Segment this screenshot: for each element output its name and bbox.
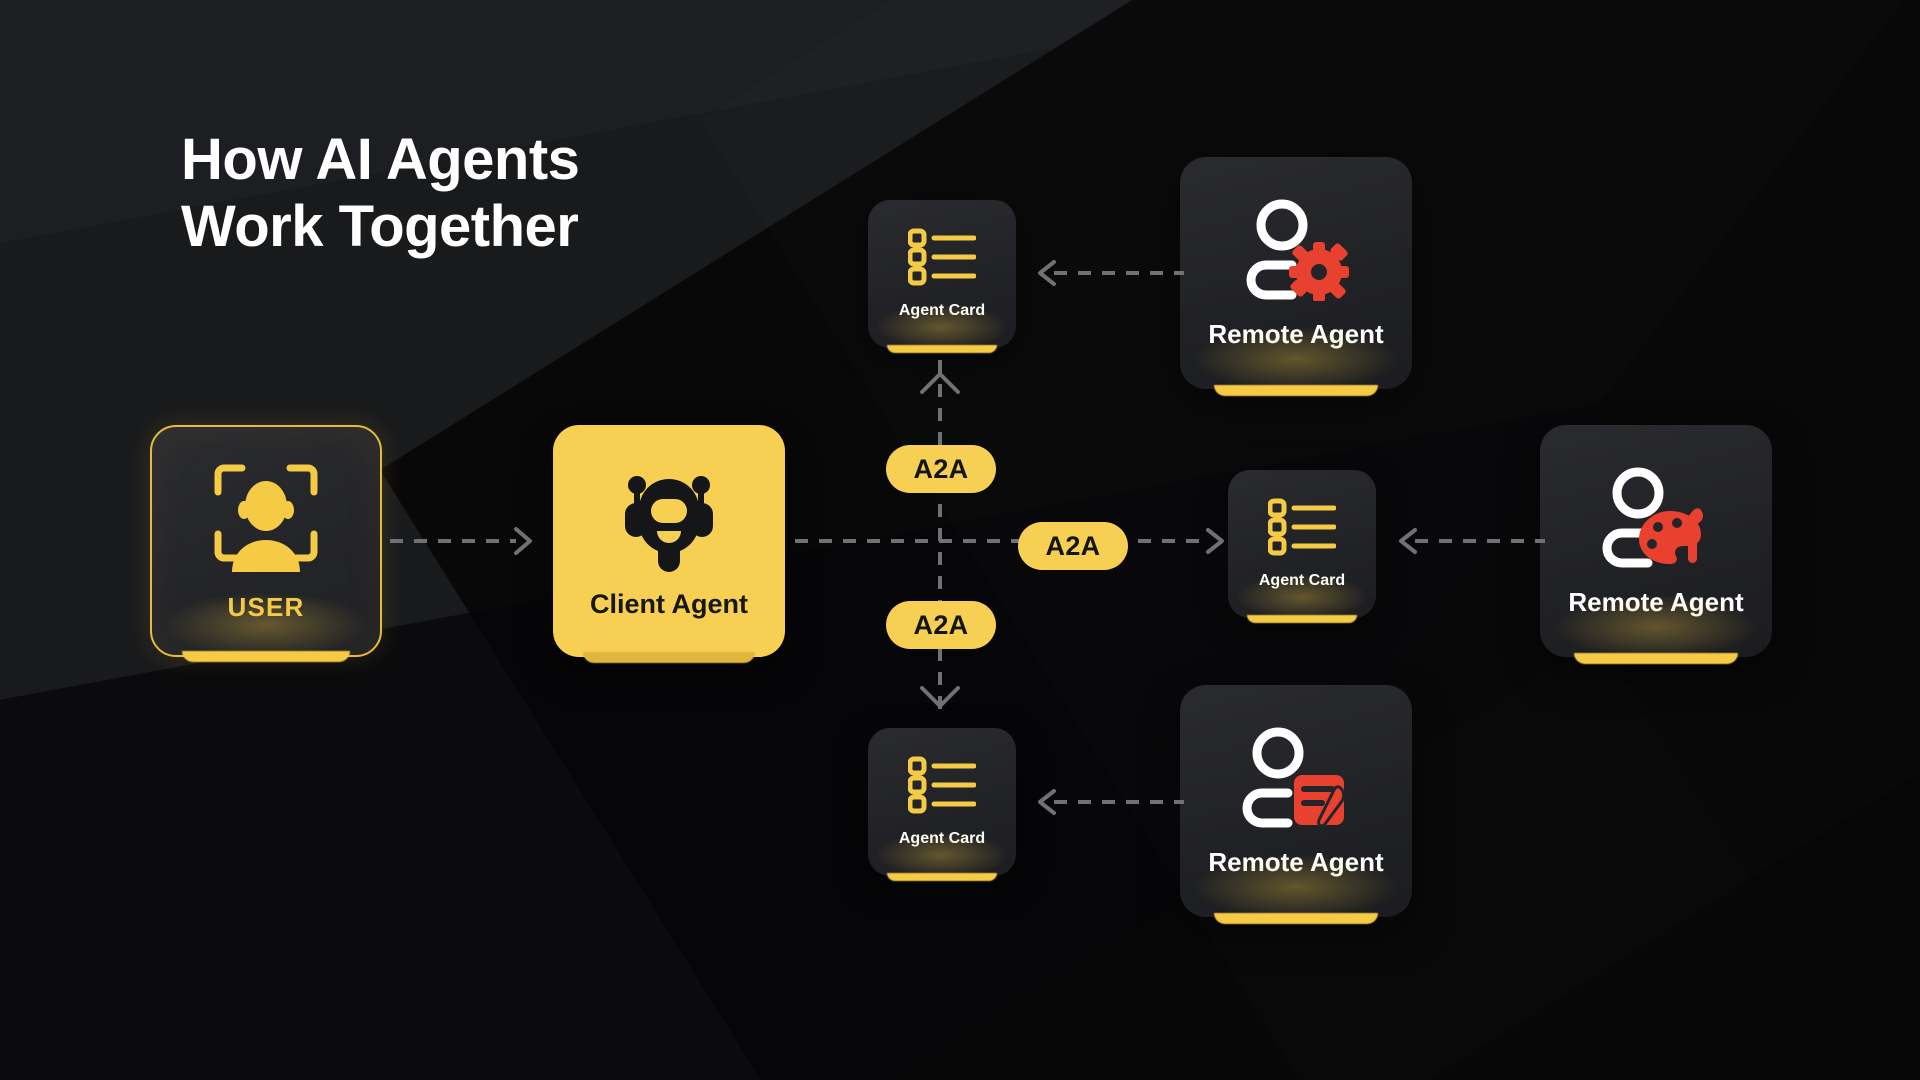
list-icon [1267,498,1337,561]
node-remote-agent-top[interactable]: Remote Agent [1180,157,1412,396]
node-user[interactable]: USER [150,425,382,662]
remote-bottom-glowbar [1214,913,1378,924]
node-agent-card-bottom[interactable]: Agent Card [868,728,1016,881]
node-agent-card-top[interactable]: Agent Card [868,200,1016,353]
remote-top-glowbar [1214,385,1378,396]
user-card-glowbar [182,651,350,662]
connector-remote-top-to-agentcard [1024,260,1184,286]
list-icon [907,228,977,291]
connector-arrow-down [916,680,964,714]
badge-a2a-center-label: A2A [1045,530,1101,561]
node-remote-agent-top-label: Remote Agent [1208,319,1384,350]
robot-icon [613,463,725,580]
person-palette-icon [1600,465,1712,574]
node-agent-card-top-label: Agent Card [898,302,986,320]
node-client-agent[interactable]: Client Agent [553,425,785,663]
node-agent-card-middle-label: Agent Card [1258,572,1346,590]
node-remote-agent-middle-label: Remote Agent [1568,587,1744,618]
connector-arrow-up [916,366,964,400]
badge-a2a-center[interactable]: A2A [1018,522,1128,570]
agent-card-bottom-glowbar [887,873,997,881]
node-remote-agent-bottom-label: Remote Agent [1208,847,1384,878]
list-icon [907,756,977,819]
client-card-glowbar [583,652,755,663]
agent-card-top-glowbar [887,345,997,353]
badge-a2a-lower[interactable]: A2A [886,601,996,649]
connector-user-to-client [390,525,550,557]
connector-branch-spine [928,360,952,720]
node-agent-card-middle[interactable]: Agent Card [1228,470,1376,623]
connector-client-to-branch [795,529,1025,553]
badge-a2a-upper[interactable]: A2A [886,445,996,493]
badge-a2a-lower-label: A2A [913,609,969,640]
person-gear-icon [1240,197,1352,306]
face-scan-icon [210,460,322,577]
agent-card-middle-glowbar [1247,615,1357,623]
node-remote-agent-middle[interactable]: Remote Agent [1540,425,1772,664]
node-user-label: USER [227,592,305,623]
connector-center-to-agentcard [1114,528,1238,554]
person-notepad-icon [1240,725,1352,834]
node-remote-agent-bottom[interactable]: Remote Agent [1180,685,1412,924]
connector-remote-middle-to-agentcard [1385,528,1545,554]
remote-middle-glowbar [1574,653,1738,664]
node-client-agent-label: Client Agent [590,588,748,619]
connector-remote-bottom-to-agentcard [1024,789,1184,815]
badge-a2a-upper-label: A2A [913,453,969,484]
page-title: How AI Agents Work Together [181,127,580,260]
node-agent-card-bottom-label: Agent Card [898,830,986,848]
